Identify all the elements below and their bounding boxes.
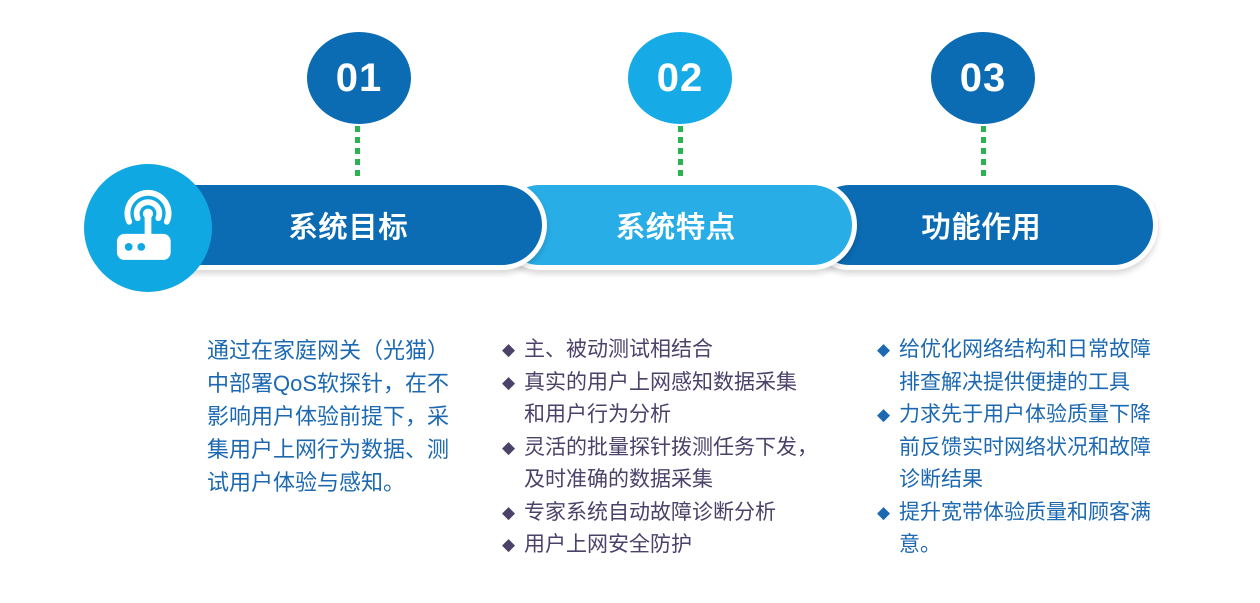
feature-text: 专家系统自动故障诊断分析	[524, 500, 776, 524]
function-text: 给优化网络结构和日常故障 排查解决提供便捷的工具	[899, 338, 1151, 394]
step-1-dotted-connector	[355, 126, 360, 186]
function-text: 力求先于用户体验质量下降 前反馈实时网络状况和故障 诊断结果	[899, 403, 1151, 491]
list-item: ◆ 真实的用户上网感知数据采集 和用户行为分析	[502, 367, 850, 432]
diamond-bullet-icon: ◆	[877, 502, 891, 522]
system-features-list: ◆ 主、被动测试相结合 ◆ 真实的用户上网感知数据采集 和用户行为分析 ◆ 灵活…	[502, 334, 850, 562]
feature-text: 用户上网安全防护	[524, 533, 692, 556]
diamond-bullet-icon: ◆	[502, 502, 516, 522]
step-1-number-badge: 01	[307, 32, 411, 124]
feature-text: 灵活的批量探针拨测任务下发， 及时准确的数据采集	[524, 435, 818, 492]
step-3-number: 03	[959, 55, 1007, 100]
diamond-bullet-icon: ◆	[877, 405, 891, 424]
diamond-bullet-icon: ◆	[502, 340, 516, 359]
step-3-number-badge: 03	[931, 32, 1035, 124]
router-wifi-icon	[116, 189, 172, 260]
feature-text: 主、被动测试相结合	[524, 338, 713, 361]
step-2-number: 02	[656, 55, 704, 100]
feature-text: 真实的用户上网感知数据采集 和用户行为分析	[524, 370, 797, 427]
banner-segment-system-goal: 系统目标	[150, 180, 547, 270]
list-item: ◆ 灵活的批量探针拨测任务下发， 及时准确的数据采集	[502, 432, 850, 497]
function-text: 提升宽带体验质量和顾客满 意。	[899, 500, 1151, 557]
list-item: ◆ 主、被动测试相结合	[502, 334, 850, 367]
section-title-system-goal: 系统目标	[288, 212, 409, 244]
section-title-system-features: 系统特点	[615, 212, 736, 244]
functions-list: ◆ 给优化网络结构和日常故障 排查解决提供便捷的工具 ◆ 力求先于用户体验质量下…	[877, 334, 1189, 562]
list-item: ◆ 给优化网络结构和日常故障 排查解决提供便捷的工具	[877, 334, 1189, 399]
list-item: ◆ 力求先于用户体验质量下降 前反馈实时网络状况和故障 诊断结果	[877, 399, 1189, 497]
diamond-bullet-icon: ◆	[502, 372, 516, 392]
system-goal-paragraph: 通过在家庭网关（光猫） 中部署QoS软探针，在不 影响用户体验前提下，采 集用户…	[207, 338, 450, 495]
list-item: ◆ 用户上网安全防护	[502, 529, 850, 562]
step-2-dotted-connector	[678, 126, 683, 186]
banner-segment-system-features: 系统特点	[495, 180, 857, 270]
diamond-bullet-icon: ◆	[502, 437, 516, 457]
list-item: ◆ 提升宽带体验质量和顾客满 意。	[877, 497, 1189, 562]
step-2-number-badge: 02	[628, 32, 732, 124]
diamond-bullet-icon: ◆	[877, 340, 891, 359]
step-3-dotted-connector	[981, 126, 986, 186]
diamond-bullet-icon: ◆	[502, 535, 516, 554]
list-item: ◆ 专家系统自动故障诊断分析	[502, 497, 850, 530]
router-icon-badge	[84, 164, 212, 292]
section-title-functions: 功能作用	[921, 212, 1042, 244]
step-1-number: 01	[335, 55, 383, 100]
banner-segment-functions: 功能作用	[805, 180, 1158, 270]
